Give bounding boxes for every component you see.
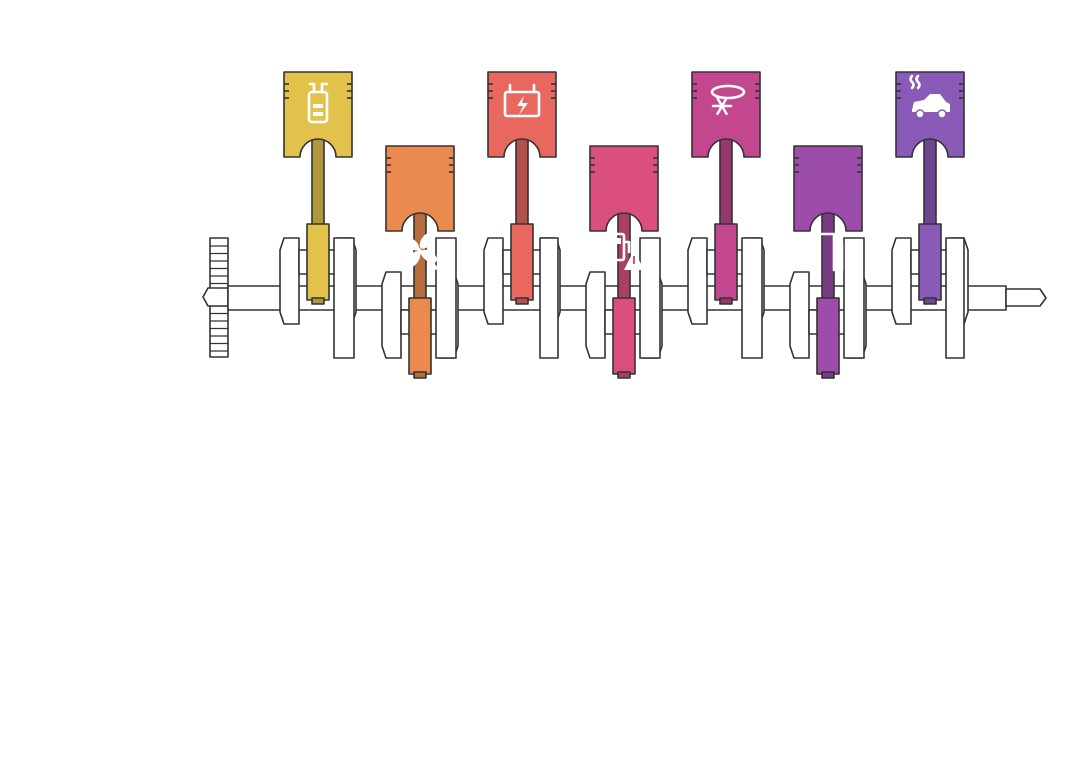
connecting-rod [719, 135, 733, 229]
rod-bolt [311, 297, 325, 305]
rod-bolt [719, 297, 733, 305]
piston [487, 71, 557, 305]
rod-big-end [918, 223, 942, 301]
car-overheat-icon [909, 74, 950, 119]
rod-bolt [515, 297, 529, 305]
rod-bolt [923, 297, 937, 305]
counterweight [741, 237, 763, 359]
crankshaft [202, 237, 1047, 359]
piston-head [589, 145, 659, 232]
fuel-warning-icon [608, 232, 644, 270]
counterweight [539, 237, 559, 359]
piston-head [895, 71, 965, 158]
coolant-cold-icon [710, 84, 746, 116]
door-open-icon [812, 232, 844, 272]
connecting-rod [311, 135, 325, 229]
rod-big-end [612, 297, 636, 375]
counterweight [945, 237, 965, 359]
shaft-front-end [1005, 288, 1047, 307]
fan-off-icon [402, 232, 438, 270]
piston-head [793, 145, 863, 232]
rod-big-end [408, 297, 432, 375]
piston [793, 145, 863, 379]
connecting-rod [923, 135, 937, 229]
counterweight [843, 237, 865, 359]
rod-big-end [510, 223, 534, 301]
counterweight [333, 237, 355, 359]
counterweight [639, 237, 661, 359]
rod-bolt [821, 371, 835, 379]
pistons [283, 71, 965, 379]
rod-big-end [714, 223, 738, 301]
counterweight [435, 237, 457, 359]
shaft-rear-end [202, 287, 229, 307]
rod-big-end [816, 297, 840, 375]
rod-bolt [413, 371, 427, 379]
connecting-rod [515, 135, 529, 229]
piston [691, 71, 761, 305]
connecting-rod [821, 209, 835, 303]
rod-bolt [617, 371, 631, 379]
rod-big-end [306, 223, 330, 301]
piston [385, 145, 455, 379]
piston [283, 71, 353, 305]
battery-warning-icon [503, 83, 541, 118]
battery-charging-icon [307, 82, 329, 124]
piston [589, 145, 659, 379]
piston [895, 71, 965, 305]
piston-head [385, 145, 455, 232]
